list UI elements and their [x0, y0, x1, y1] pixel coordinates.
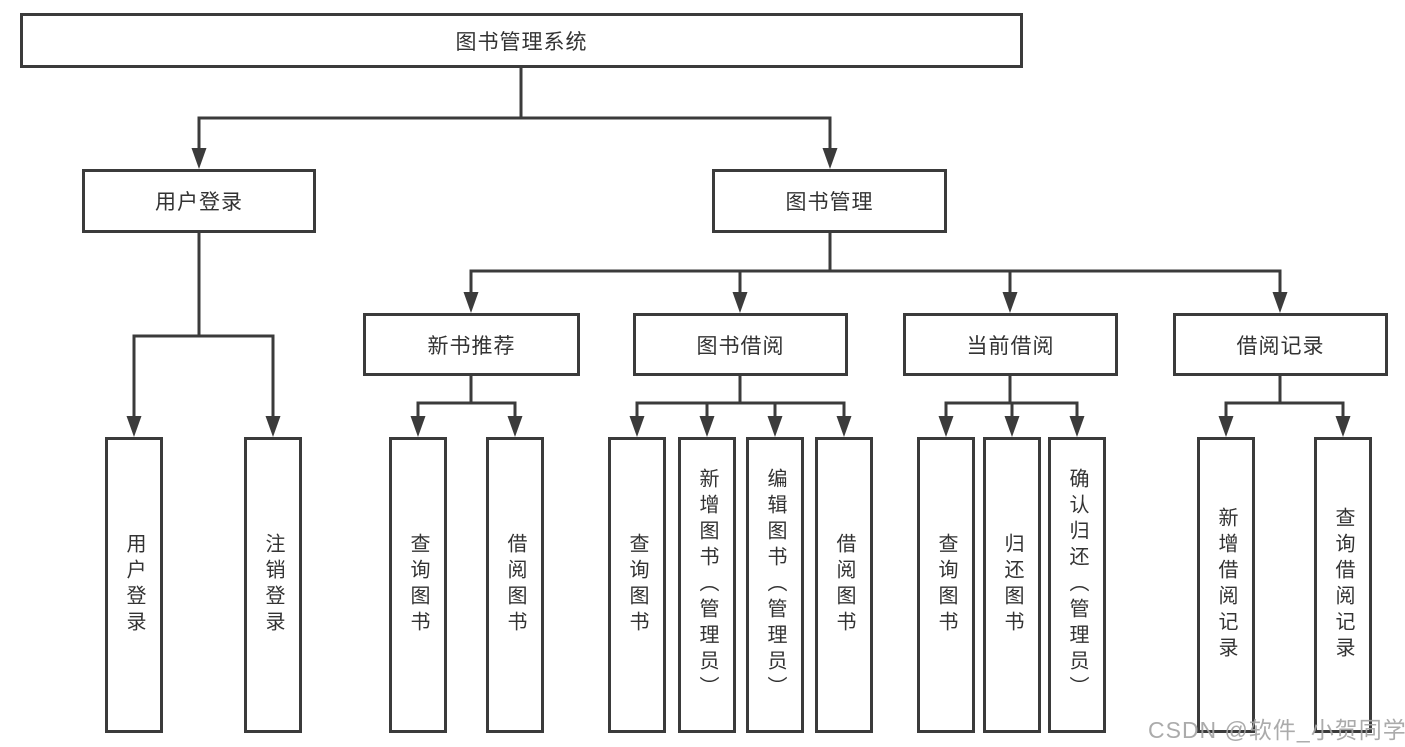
node-user-login: 用户登录: [82, 169, 316, 233]
node-label: 查询图书: [626, 533, 648, 637]
node-leaf-user-login: 用户登录: [105, 437, 163, 733]
node-book-management: 图书管理: [712, 169, 947, 233]
node-leaf-query-borrow-record: 查询借阅记录: [1314, 437, 1372, 733]
node-label: 新增图书（管理员）: [696, 468, 718, 702]
node-leaf-confirm-return-admin: 确认归还（管理员）: [1048, 437, 1106, 733]
node-book-borrowing: 图书借阅: [633, 313, 848, 376]
csdn-watermark: CSDN @软件_小贺同学: [1148, 717, 1405, 743]
node-label: 用户登录: [155, 191, 243, 214]
node-leaf-logout: 注销登录: [244, 437, 302, 733]
node-label: 新书推荐: [427, 334, 516, 358]
node-label: 新增借阅记录: [1215, 507, 1237, 663]
node-leaf-query-book-recommend: 查询图书: [389, 437, 447, 733]
node-label: 图书借阅: [696, 334, 785, 358]
node-leaf-add-borrow-record: 新增借阅记录: [1197, 437, 1255, 733]
node-leaf-return-book: 归还图书: [983, 437, 1041, 733]
node-leaf-edit-book-admin: 编辑图书（管理员）: [746, 437, 804, 733]
node-leaf-borrow-book: 借阅图书: [815, 437, 873, 733]
node-label: 确认归还（管理员）: [1066, 468, 1088, 702]
node-library-management-system: 图书管理系统: [20, 13, 1023, 68]
node-label: 注销登录: [262, 533, 284, 637]
node-new-book-recommend: 新书推荐: [363, 313, 580, 376]
node-leaf-add-book-admin: 新增图书（管理员）: [678, 437, 736, 733]
node-label: 当前借阅: [966, 334, 1055, 358]
node-label: 图书管理: [785, 191, 874, 214]
node-label: 编辑图书（管理员）: [764, 468, 786, 702]
node-label: 归还图书: [1001, 533, 1023, 637]
node-label: 借阅记录: [1236, 334, 1325, 358]
node-leaf-borrow-book-recommend: 借阅图书: [486, 437, 544, 733]
node-current-borrowing: 当前借阅: [903, 313, 1118, 376]
node-label: 用户登录: [123, 533, 145, 637]
node-label: 图书管理系统: [455, 30, 588, 54]
node-label: 借阅图书: [504, 533, 526, 637]
node-label: 查询借阅记录: [1332, 507, 1354, 663]
node-label: 查询图书: [407, 533, 429, 637]
node-leaf-query-book-current: 查询图书: [917, 437, 975, 733]
node-leaf-query-book-borrowing: 查询图书: [608, 437, 666, 733]
node-label: 借阅图书: [833, 533, 855, 637]
node-label: 查询图书: [935, 533, 957, 637]
node-borrowing-records: 借阅记录: [1173, 313, 1388, 376]
